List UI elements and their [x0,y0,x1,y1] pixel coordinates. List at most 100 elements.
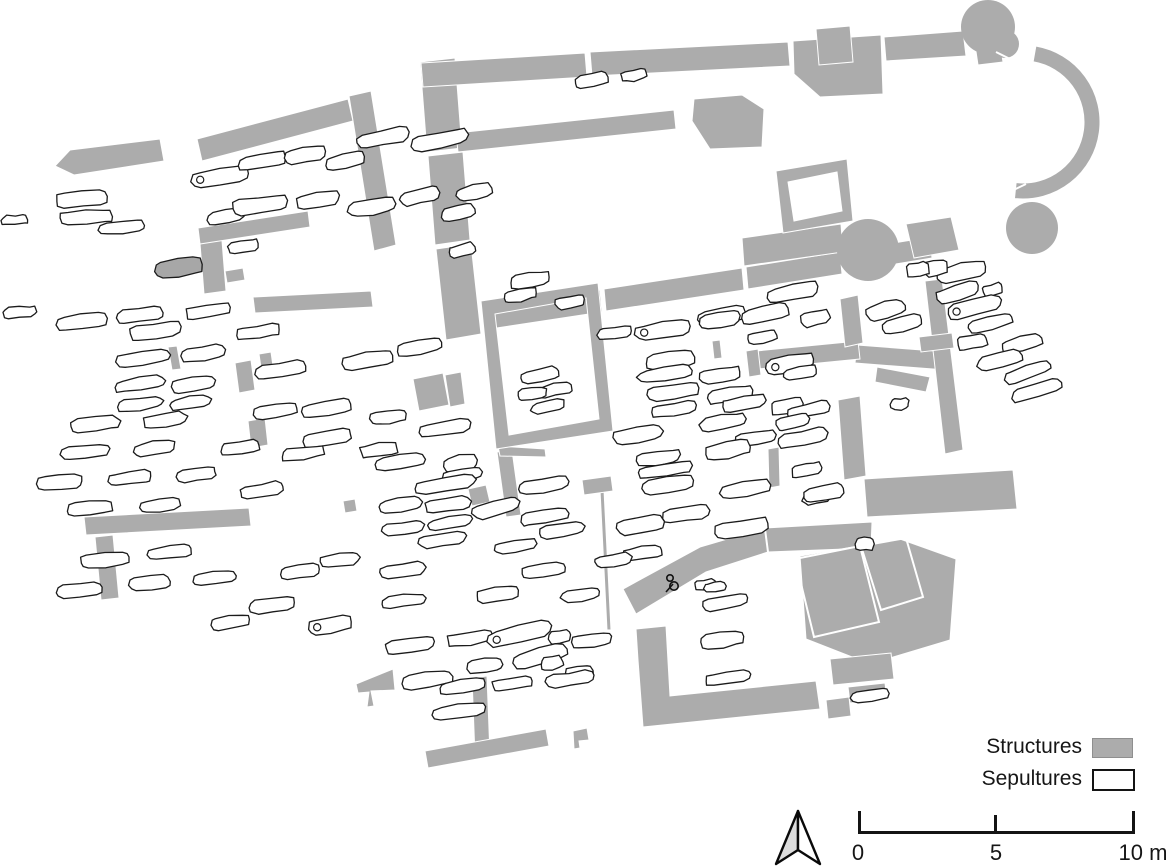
sepulture-outline [956,333,989,351]
structure-wall [874,366,931,393]
sepulture-outline [132,439,176,458]
structure-wall [224,267,246,284]
sepulture-outline [114,348,172,368]
sepulture-outline [170,375,217,395]
sepulture-outline [116,396,165,413]
structure-room [775,158,854,234]
legend-swatch-structures [1092,738,1133,758]
sepulture-outline [544,669,595,689]
sepulture-outline [2,305,38,320]
structure-wall [348,90,397,252]
structure-wall [581,475,614,496]
sepulture-outline [620,67,648,83]
sepulture-outline [417,530,468,550]
legend-swatch-sepultures [1092,769,1135,791]
sepulture-outline [947,294,1003,321]
sepulture-head-detail [771,362,780,372]
structure-wall [924,278,964,455]
sepulture-outline [56,189,108,209]
sepulture-outline [97,219,146,235]
sepulture-outline [698,412,747,433]
structure-wall [355,668,396,708]
sepulture-outline [981,281,1003,299]
structure-chapel [991,30,1019,58]
sepulture-outline [414,473,478,495]
sepulture-outline [547,628,572,645]
sepulture-outline [55,581,103,600]
sepulture-outline [66,500,114,517]
sepulture-outline [741,301,790,325]
sepulture-outline [79,551,130,569]
sepulture-outline [381,593,427,610]
sepulture-outline [455,181,494,202]
structure-wall [572,727,590,750]
grave-marker-icon [668,580,679,591]
sepulture-outline [426,513,474,532]
scale-label-5: 5 [989,840,1003,865]
sepulture-head-detail [952,307,961,316]
sepulture-outline [252,402,298,421]
sepulture-outline [127,573,171,592]
sepulture-outline [398,185,441,208]
sepulture-outline [431,702,487,721]
sepulture-outline [138,496,182,513]
sepulture-outline [295,190,341,210]
sepulture-outline [540,654,565,671]
sepulture-outline [175,466,217,484]
sepulture-outline [651,399,698,418]
legend-label-sepultures: Sepultures [981,767,1082,790]
sepulture-outline [615,513,666,537]
sepulture-head-detail [312,623,322,632]
sepulture-outline [905,260,930,278]
sepulture-outline [881,313,923,335]
sepulture-outline [59,209,114,226]
sepulture-outline [439,677,486,696]
structure-wall [234,359,256,394]
structure-wall [691,94,765,150]
sepulture-outline [374,452,427,472]
structure-wall [497,445,547,458]
sepulture-outline [517,386,548,401]
sepulture-outline [503,287,537,304]
sepulture-outline [635,363,693,383]
structure-apse [1015,46,1100,199]
sepulture-outline [791,461,823,479]
north-arrow-icon [774,809,822,866]
sepulture-outline [491,675,533,692]
sepulture-outline [559,587,601,604]
sepulture-outline [633,319,691,341]
sepulture-outline [529,398,565,415]
structure-wall [918,332,955,353]
joint-line [995,51,1021,65]
sepulture-outline [146,543,192,560]
scale-tick-0 [858,811,861,831]
structure-wall [342,498,358,514]
sepulture-outline [854,536,875,552]
sepulture-outline [865,299,907,322]
sepulture-outline [319,552,361,568]
sepulture-outline [55,311,109,332]
structure-wall [883,30,967,62]
sepulture-outline [59,444,111,461]
sepulture-outline [424,494,473,514]
sepulture-outline [153,256,203,279]
sepulture-outline [967,313,1014,334]
sepulture-outline [662,503,711,524]
sepulture-outline [410,127,470,153]
structure-wall [197,210,311,245]
sepulture-outline [574,70,609,90]
sepulture-outline [236,322,280,341]
sepulture-outline [384,636,436,655]
structure-wall [792,34,884,98]
sepulture-outline [476,585,520,605]
sepulture-outline [1003,360,1052,386]
sepulture-outline [396,337,443,357]
sepulture-outline [722,393,767,413]
structure-wall [745,348,762,378]
sepulture-outline [368,409,407,425]
sepulture-outline [700,630,745,650]
sepulture-outline [594,551,633,569]
sepulture-outline [698,365,741,385]
